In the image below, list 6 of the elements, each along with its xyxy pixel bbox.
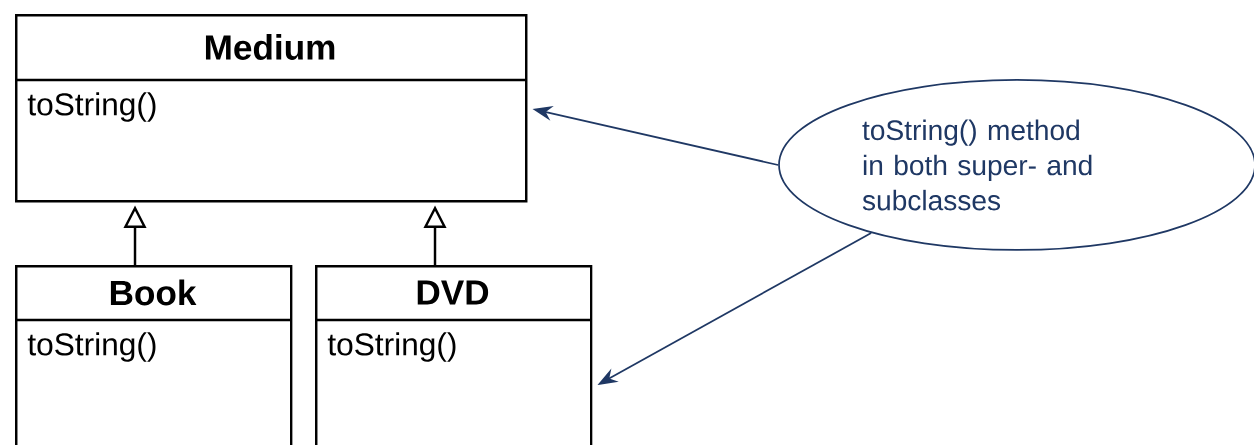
- method-text: toString(): [27, 92, 156, 122]
- class-name: DVD: [417, 280, 489, 305]
- method-text: toString(): [27, 332, 156, 362]
- class-name: Medium: [205, 34, 335, 60]
- class-name: Book: [110, 279, 197, 306]
- method-text: toString(): [327, 332, 456, 362]
